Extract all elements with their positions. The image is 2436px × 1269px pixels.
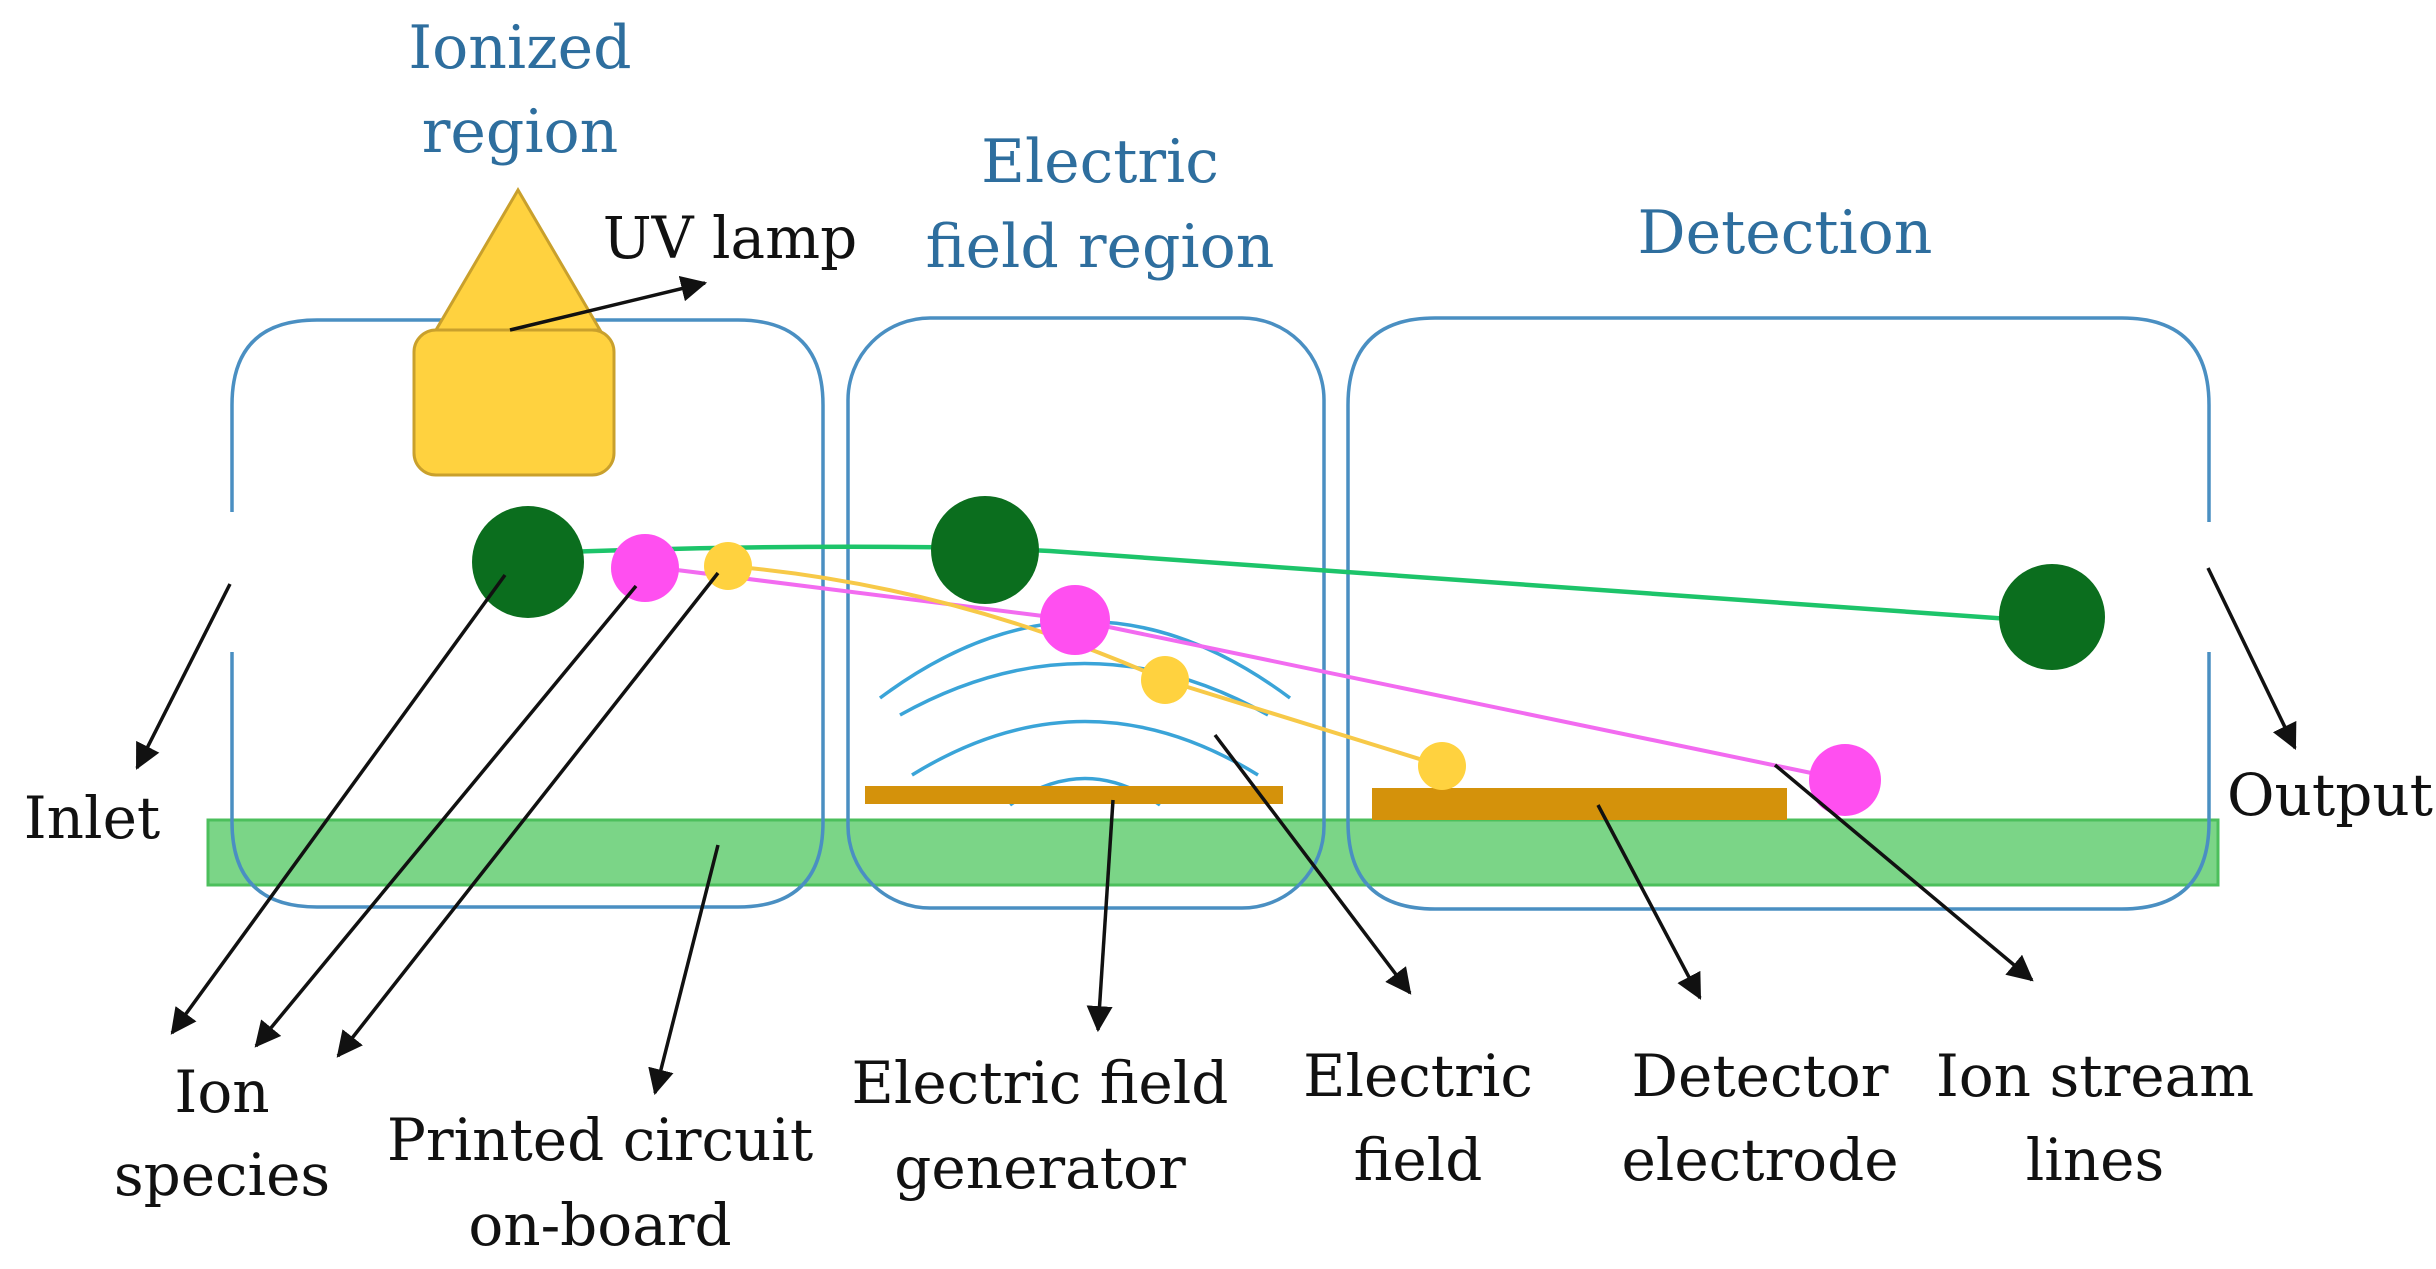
uv-lamp-body bbox=[412, 328, 616, 477]
detector-electrode-plate bbox=[1372, 788, 1787, 820]
electric-field-generator-label-line1: Electric field bbox=[852, 1049, 1229, 1117]
ion-green-2 bbox=[931, 496, 1039, 604]
detector-electrode-label-line1: Detector bbox=[1632, 1042, 1889, 1110]
output-arrow bbox=[2206, 567, 2297, 750]
ion-species-arrow-1 bbox=[170, 573, 507, 1035]
pointer-arrows bbox=[135, 275, 2297, 1096]
electric-field-region-title-line2: field region bbox=[926, 212, 1275, 282]
ion-species-label-line2: species bbox=[114, 1141, 330, 1209]
printed-circuit-arrow bbox=[648, 844, 720, 1096]
ion-green-1 bbox=[472, 506, 584, 618]
electric-field-region-title-line1: Electric bbox=[981, 127, 1219, 197]
ionized-region-title-line1: Ionized bbox=[408, 13, 631, 83]
detection-title: Detection bbox=[1638, 198, 1933, 268]
uv-lamp-label: UV lamp bbox=[603, 204, 857, 272]
ion-magenta-2 bbox=[1040, 585, 1110, 655]
ion-species-label-line1: Ion bbox=[174, 1058, 269, 1126]
detector-electrode-arrow bbox=[1596, 804, 1702, 1000]
ion-stream-lines bbox=[539, 544, 2053, 782]
output-label: Output bbox=[2227, 761, 2433, 829]
detector-electrode-label-line2: electrode bbox=[1621, 1126, 1898, 1194]
inlet-label: Inlet bbox=[24, 784, 160, 852]
electric-field-generator-label-line2: generator bbox=[894, 1134, 1186, 1202]
ions bbox=[472, 496, 2105, 816]
detection-region-box bbox=[1346, 316, 2211, 911]
printed-circuit-board bbox=[206, 818, 2220, 887]
inlet-arrow bbox=[135, 583, 232, 770]
electric-field-generator-arrow bbox=[1086, 799, 1115, 1033]
uv-lamp-arrow bbox=[509, 275, 708, 332]
electric-field-label-line1: Electric bbox=[1303, 1042, 1533, 1110]
ion-yellow-3 bbox=[1418, 742, 1466, 790]
electric-field-generator-plate bbox=[865, 786, 1283, 804]
ion-green-3 bbox=[1999, 564, 2105, 670]
electric-field-arrow bbox=[1213, 733, 1412, 995]
printed-circuit-label-line2: on-board bbox=[468, 1191, 731, 1259]
ion-species-arrow-2 bbox=[254, 584, 638, 1048]
uv-lamp-tip bbox=[433, 187, 603, 332]
ion-species-arrow-3 bbox=[336, 571, 720, 1058]
ion-stream-lines-label-line1: Ion stream bbox=[1936, 1042, 2254, 1110]
ion-magenta-3 bbox=[1809, 744, 1881, 816]
ion-magenta-1 bbox=[611, 534, 679, 602]
ion-stream-lines-arrow bbox=[1773, 763, 2034, 982]
printed-circuit-label-line1: Printed circuit bbox=[387, 1106, 813, 1174]
ion-stream-lines-label-line2: lines bbox=[2026, 1126, 2165, 1194]
electric-field-region-box bbox=[846, 316, 1326, 910]
ionized-region-title-line2: region bbox=[422, 97, 619, 167]
electric-field-label-line2: field bbox=[1354, 1126, 1483, 1194]
ion-yellow-2 bbox=[1141, 656, 1189, 704]
